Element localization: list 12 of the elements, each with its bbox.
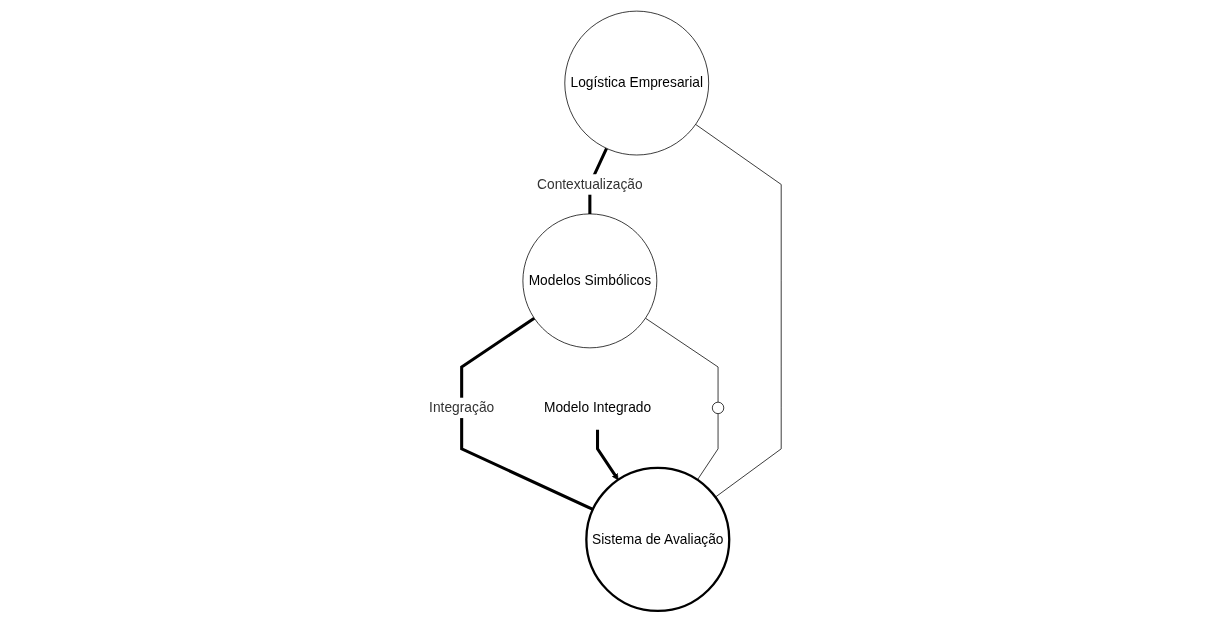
connector	[696, 413, 719, 481]
node-circle: Logística Empresarial	[564, 10, 709, 156]
node-text: Modelo Integrado	[543, 399, 651, 416]
arrow	[595, 429, 619, 481]
node-circle: Sistema de Avaliação	[585, 466, 731, 612]
node-circle: Modelos Simbólicos	[522, 213, 658, 349]
node-circle	[711, 401, 725, 415]
edge-label: Integração	[428, 399, 495, 416]
edge-label: Contextualização	[536, 176, 643, 192]
connector	[460, 316, 594, 511]
connector	[695, 124, 782, 498]
connector	[644, 317, 719, 403]
